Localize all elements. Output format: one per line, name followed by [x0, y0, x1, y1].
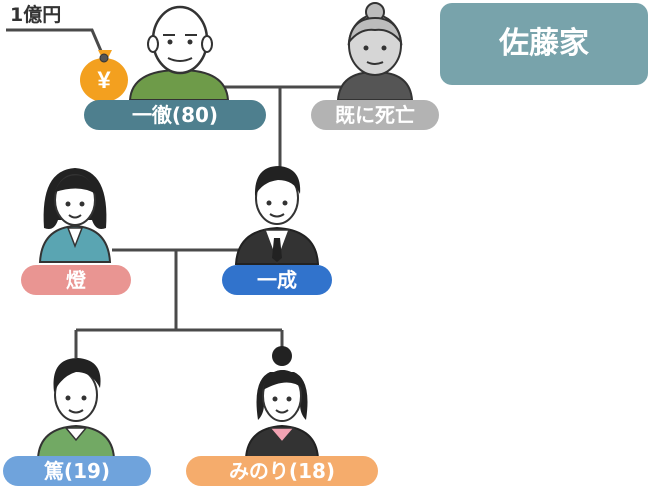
family-name-title: 佐藤家	[440, 3, 648, 85]
money-pointer	[6, 28, 106, 59]
father-avatar	[234, 166, 320, 265]
daughter-name-pill: みのり(18)	[186, 456, 378, 486]
grandmother-avatar	[336, 2, 414, 101]
son-avatar	[36, 358, 116, 459]
tree-connectors	[74, 85, 345, 358]
grandfather-avatar	[128, 5, 230, 101]
grandmother-name-pill: 既に死亡	[311, 100, 439, 130]
grandfather-name-pill: 一徹(80)	[84, 100, 266, 130]
money-amount-label: 1億円	[10, 4, 62, 26]
father-name-pill: 一成	[222, 265, 332, 295]
daughter-avatar	[244, 346, 320, 459]
money-symbol: ¥	[97, 67, 111, 94]
money-bag-icon	[80, 50, 128, 102]
son-name-pill: 篤(19)	[3, 456, 151, 486]
mother-avatar	[38, 168, 112, 263]
mother-name-pill: 燈	[21, 265, 131, 295]
